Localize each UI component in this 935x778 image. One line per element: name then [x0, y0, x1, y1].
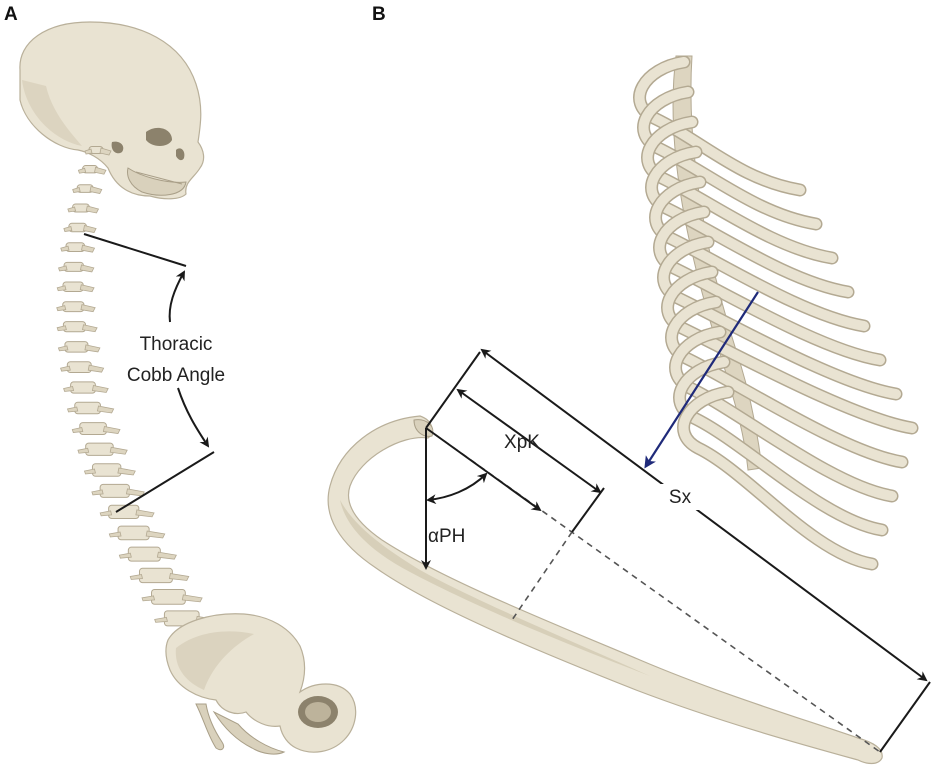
cobb-angle-arc-lower — [177, 387, 210, 448]
skull-illustration — [19, 21, 205, 200]
spine-illustration — [56, 146, 233, 649]
panel-a-letter: A — [4, 4, 18, 25]
pelvis-illustration — [165, 613, 357, 755]
single-rib-illustration — [327, 415, 883, 765]
cobb-angle-measurement: Thoracic Cobb Angle — [83, 233, 225, 513]
vertebra — [63, 222, 97, 233]
rib-measurements: αPH XpK Sx — [421, 348, 931, 753]
vertebra — [91, 483, 145, 498]
xpk-end-tick — [571, 487, 605, 533]
xpk-label: XpK — [504, 432, 540, 453]
vertebra — [67, 203, 100, 214]
panel-b: B αPH XpK Sx — [327, 4, 931, 765]
vertebra — [83, 463, 136, 477]
reference-tick-line — [425, 351, 481, 429]
vertebra — [58, 261, 95, 273]
vertebra — [99, 504, 155, 520]
vertebra — [56, 281, 95, 293]
vertebra — [77, 165, 107, 175]
vertebra — [118, 546, 177, 562]
cobb-label-line1: Thoracic — [140, 334, 213, 355]
sx-dimension-arrow — [480, 348, 928, 682]
rib — [638, 87, 821, 229]
vertebra — [63, 381, 109, 394]
sx-end-tick — [879, 681, 931, 753]
rib — [634, 57, 805, 195]
rib — [642, 117, 837, 263]
panel-b-letter: B — [372, 4, 386, 25]
aph-angle-arc — [426, 472, 488, 505]
vertebra — [56, 301, 96, 313]
rib — [646, 147, 853, 297]
vertebra — [84, 146, 112, 156]
vertebra — [129, 567, 190, 584]
panel-a: A Thoracic Cobb — [4, 4, 357, 755]
sx-label-background — [660, 484, 700, 510]
vertebra — [108, 525, 166, 541]
vertebra — [141, 589, 203, 605]
cobb-lower-endplate-line — [115, 451, 215, 513]
vertebra — [72, 184, 103, 194]
vertebra — [77, 442, 128, 456]
vertebra — [56, 321, 98, 333]
xpk-perpendicular-dashed — [511, 531, 573, 621]
sx-label: Sx — [669, 487, 692, 508]
vertebra — [57, 341, 101, 353]
rib — [650, 177, 869, 331]
vertebra — [71, 422, 121, 435]
cobb-upper-endplate-line — [83, 233, 187, 267]
vertebra — [60, 361, 105, 374]
vertebra — [66, 401, 115, 415]
cobb-angle-arc-upper — [168, 270, 185, 323]
vertebra — [60, 242, 96, 253]
cobb-label-line2: Cobb Angle — [127, 365, 225, 386]
aph-label: αPH — [428, 526, 465, 547]
